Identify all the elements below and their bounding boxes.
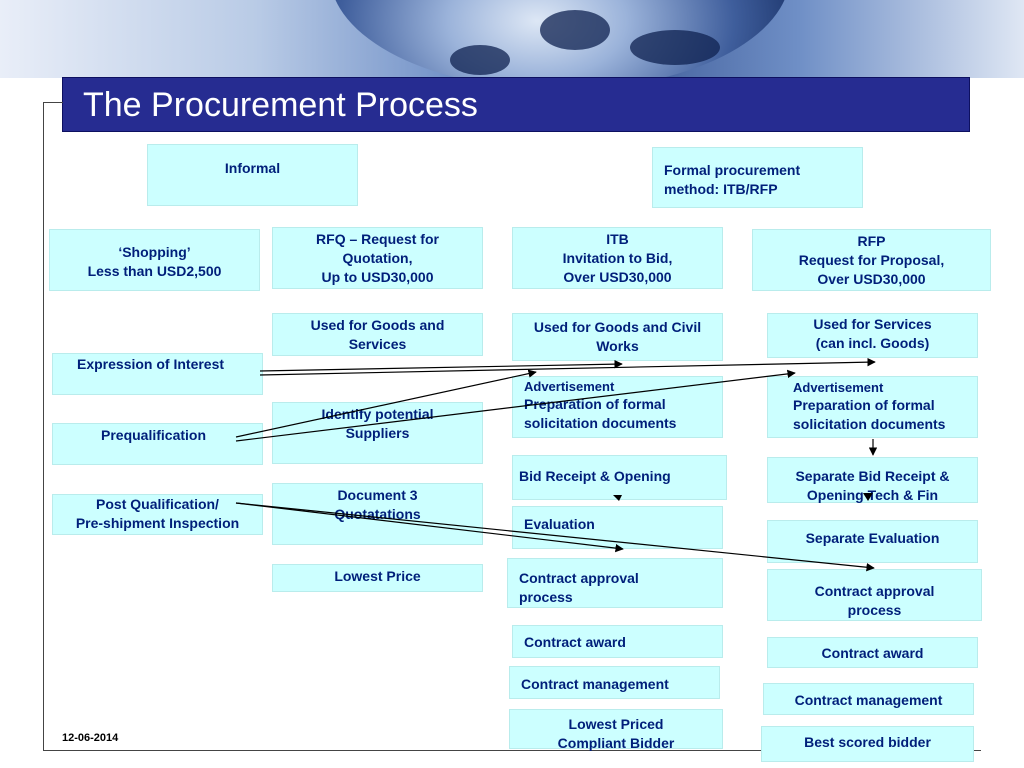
rfp-evaluation-text: Separate Evaluation (805, 530, 940, 546)
expression-of-interest-text: Expression of Interest (77, 356, 225, 372)
itb-use-text: Used for Goods and Civil Works (533, 319, 702, 354)
rfp-contract-approval-box: Contract approval process (767, 569, 982, 621)
rfq-use-text: Used for Goods and Services (310, 317, 445, 352)
post-qualification-text: Post Qualification/ Pre-shipment Inspect… (75, 496, 240, 531)
itb-result-text: Lowest Priced Compliant Bidder (557, 716, 675, 751)
frame-line-top (43, 102, 63, 103)
globe-land-shape (540, 10, 610, 50)
identify-suppliers-text: Identify potential Suppliers (321, 406, 434, 441)
formal-method-text: Formal procurement method: ITB/RFP (664, 162, 801, 197)
frame-line-left (43, 102, 44, 750)
lowest-price-text: Lowest Price (334, 568, 421, 584)
rfp-preparation-text: Preparation of formal solicitation docum… (793, 397, 946, 432)
post-qualification-box: Post Qualification/ Pre-shipment Inspect… (52, 494, 263, 535)
itb-bid-receipt-box: Bid Receipt & Opening (512, 455, 727, 500)
rfq-header-text: RFQ – Request for Quotation, Up to USD30… (316, 231, 439, 285)
itb-advertisement-label: Advertisement (524, 379, 615, 394)
slide-date: 12-06-2014 (62, 732, 119, 744)
three-quotations-text: Document 3 Quotatations (334, 487, 421, 522)
expression-of-interest-box: Expression of Interest (52, 353, 263, 395)
shopping-text: ‘Shopping’ Less than USD2,500 (87, 244, 222, 279)
rfq-use-box: Used for Goods and Services (272, 313, 483, 356)
itb-contract-management-box: Contract management (509, 666, 720, 699)
rfp-result-text: Best scored bidder (804, 734, 931, 750)
itb-use-box: Used for Goods and Civil Works (512, 313, 723, 361)
shopping-box: ‘Shopping’ Less than USD2,500 (49, 229, 260, 291)
itb-contract-approval-box: Contract approval process (507, 558, 723, 608)
rfp-use-box: Used for Services (can incl. Goods) (767, 313, 978, 358)
informal-header-box: Informal (147, 144, 358, 206)
rfp-result-box: Best scored bidder (761, 726, 974, 762)
itb-evaluation-text: Evaluation (524, 516, 595, 532)
itb-contract-award-box: Contract award (512, 625, 723, 658)
rfq-header-box: RFQ – Request for Quotation, Up to USD30… (272, 227, 483, 289)
three-quotations-box: Document 3 Quotatations (272, 483, 483, 545)
itb-contract-award-text: Contract award (524, 634, 626, 650)
header-banner (0, 0, 1024, 78)
rfp-contract-management-box: Contract management (763, 683, 974, 715)
itb-result-box: Lowest Priced Compliant Bidder (509, 709, 723, 751)
globe-land-shape (630, 30, 720, 65)
identify-suppliers-box: Identify potential Suppliers (272, 402, 483, 464)
rfp-header-box: RFP Request for Proposal, Over USD30,000 (752, 229, 991, 291)
arrow-eoi-to-itb (259, 359, 623, 372)
rfp-evaluation-box: Separate Evaluation (767, 520, 978, 563)
title-bar: The Procurement Process (62, 77, 970, 132)
lowest-price-box: Lowest Price (272, 564, 483, 592)
itb-contract-management-text: Contract management (521, 676, 669, 692)
itb-contract-approval-text: Contract approval process (519, 570, 639, 605)
globe-image (330, 0, 790, 78)
itb-header-box: ITB Invitation to Bid, Over USD30,000 (512, 227, 723, 289)
formal-method-box: Formal procurement method: ITB/RFP (652, 147, 863, 208)
itb-bid-receipt-text: Bid Receipt & Opening (519, 468, 671, 484)
rfp-use-text: Used for Services (can incl. Goods) (813, 316, 932, 351)
rfp-contract-award-box: Contract award (767, 637, 978, 668)
rfp-contract-award-text: Contract award (821, 645, 924, 661)
rfp-header-text: RFP Request for Proposal, Over USD30,000 (798, 233, 945, 287)
rfp-advertisement-box: Advertisement Preparation of formal soli… (767, 376, 978, 438)
globe-land-shape (450, 45, 510, 75)
informal-header-text: Informal (224, 160, 281, 176)
rfp-contract-management-text: Contract management (794, 692, 943, 708)
rfp-contract-approval-text: Contract approval process (814, 583, 935, 618)
itb-advertisement-box: Advertisement Preparation of formal soli… (512, 376, 723, 438)
rfp-advertisement-label: Advertisement (793, 380, 884, 395)
rfp-bid-receipt-text: Separate Bid Receipt & Opening Tech & Fi… (795, 468, 950, 503)
slide-title: The Procurement Process (83, 86, 478, 124)
rfp-bid-receipt-box: Separate Bid Receipt & Opening Tech & Fi… (767, 457, 978, 503)
frame-line-bottom (43, 750, 981, 751)
itb-header-text: ITB Invitation to Bid, Over USD30,000 (562, 231, 673, 285)
arrow-eoi-to-rfp (259, 357, 876, 376)
itb-evaluation-box: Evaluation (512, 506, 723, 549)
itb-preparation-text: Preparation of formal solicitation docum… (524, 396, 677, 431)
prequalification-text: Prequalification (101, 427, 207, 443)
prequalification-box: Prequalification (52, 423, 263, 465)
